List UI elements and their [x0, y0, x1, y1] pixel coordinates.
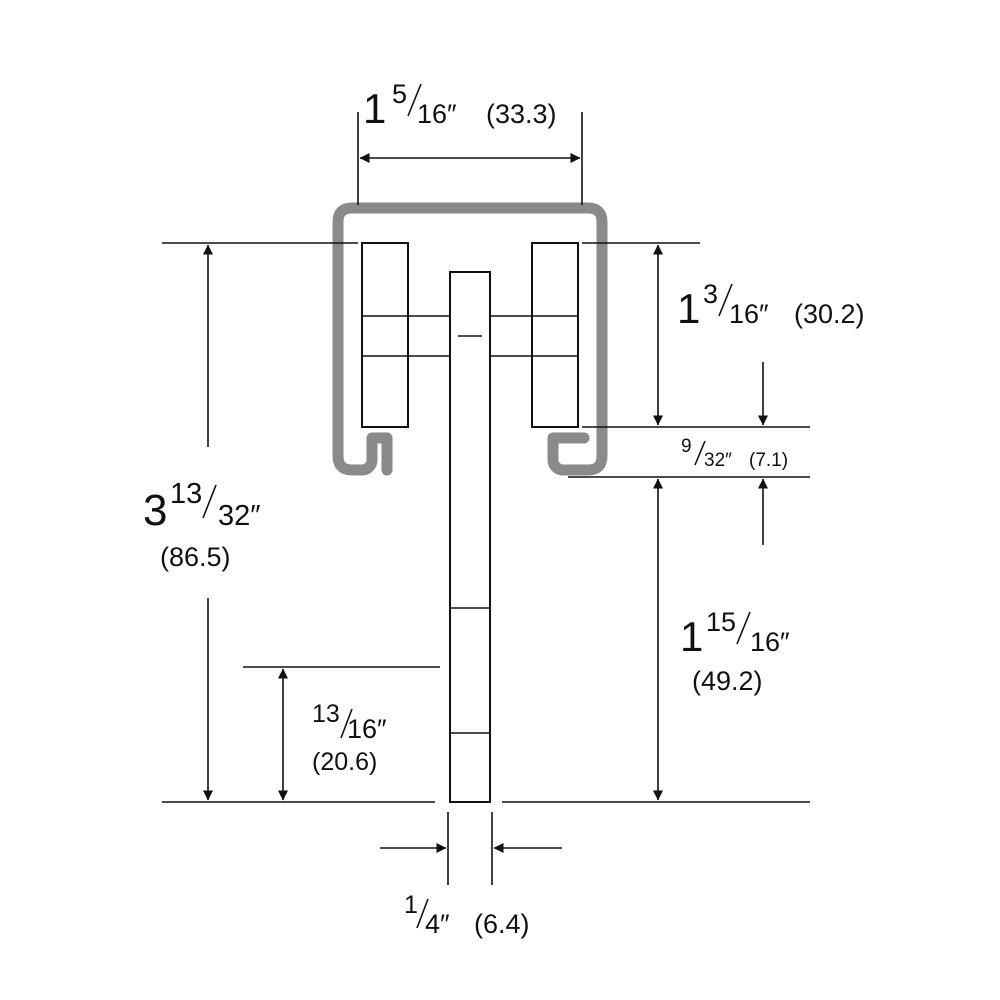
hanger-stem [449, 271, 491, 803]
svg-text:(6.4): (6.4) [474, 909, 530, 939]
track-profile [332, 202, 608, 476]
stem-width-label: 1 4″ (6.4) [404, 891, 530, 939]
svg-text:(49.2): (49.2) [692, 666, 763, 696]
svg-text:16″: 16″ [729, 299, 769, 329]
svg-text:1: 1 [363, 85, 386, 132]
right-roller [531, 242, 579, 428]
svg-text:16″: 16″ [417, 99, 457, 129]
svg-text:32″: 32″ [218, 500, 261, 532]
roller-height-label: 1 3 16″ (30.2) [677, 279, 865, 332]
extension-lines [162, 112, 810, 885]
svg-text:1: 1 [677, 285, 700, 332]
svg-text:9: 9 [681, 436, 692, 457]
drop-label: 1 15 16″ (49.2) [680, 607, 790, 696]
svg-text:16″: 16″ [347, 714, 387, 744]
svg-text:5: 5 [392, 79, 407, 109]
svg-text:(86.5): (86.5) [160, 542, 231, 572]
svg-text:15: 15 [706, 607, 736, 637]
svg-text:(7.1): (7.1) [749, 450, 788, 471]
svg-text:13: 13 [170, 478, 202, 510]
svg-text:4″: 4″ [425, 909, 450, 939]
track-width-label: 1 5 16″ (33.3) [363, 79, 557, 132]
svg-text:(33.3): (33.3) [486, 99, 557, 129]
svg-text:1: 1 [680, 613, 703, 660]
svg-text:(20.6): (20.6) [312, 748, 377, 776]
svg-text:1: 1 [404, 891, 418, 919]
left-roller [361, 242, 409, 428]
bottom-segment-label: 13 16″ (20.6) [312, 700, 387, 776]
overall-height-label: 3 13 32″ (86.5) [143, 478, 261, 572]
clearance-label: 9 32″ (7.1) [681, 436, 788, 471]
svg-text:16″: 16″ [750, 627, 790, 657]
svg-text:13: 13 [312, 700, 340, 728]
svg-text:3: 3 [143, 486, 167, 535]
svg-text:3: 3 [703, 279, 718, 309]
svg-text:(30.2): (30.2) [794, 299, 865, 329]
svg-text:32″: 32″ [704, 450, 732, 471]
